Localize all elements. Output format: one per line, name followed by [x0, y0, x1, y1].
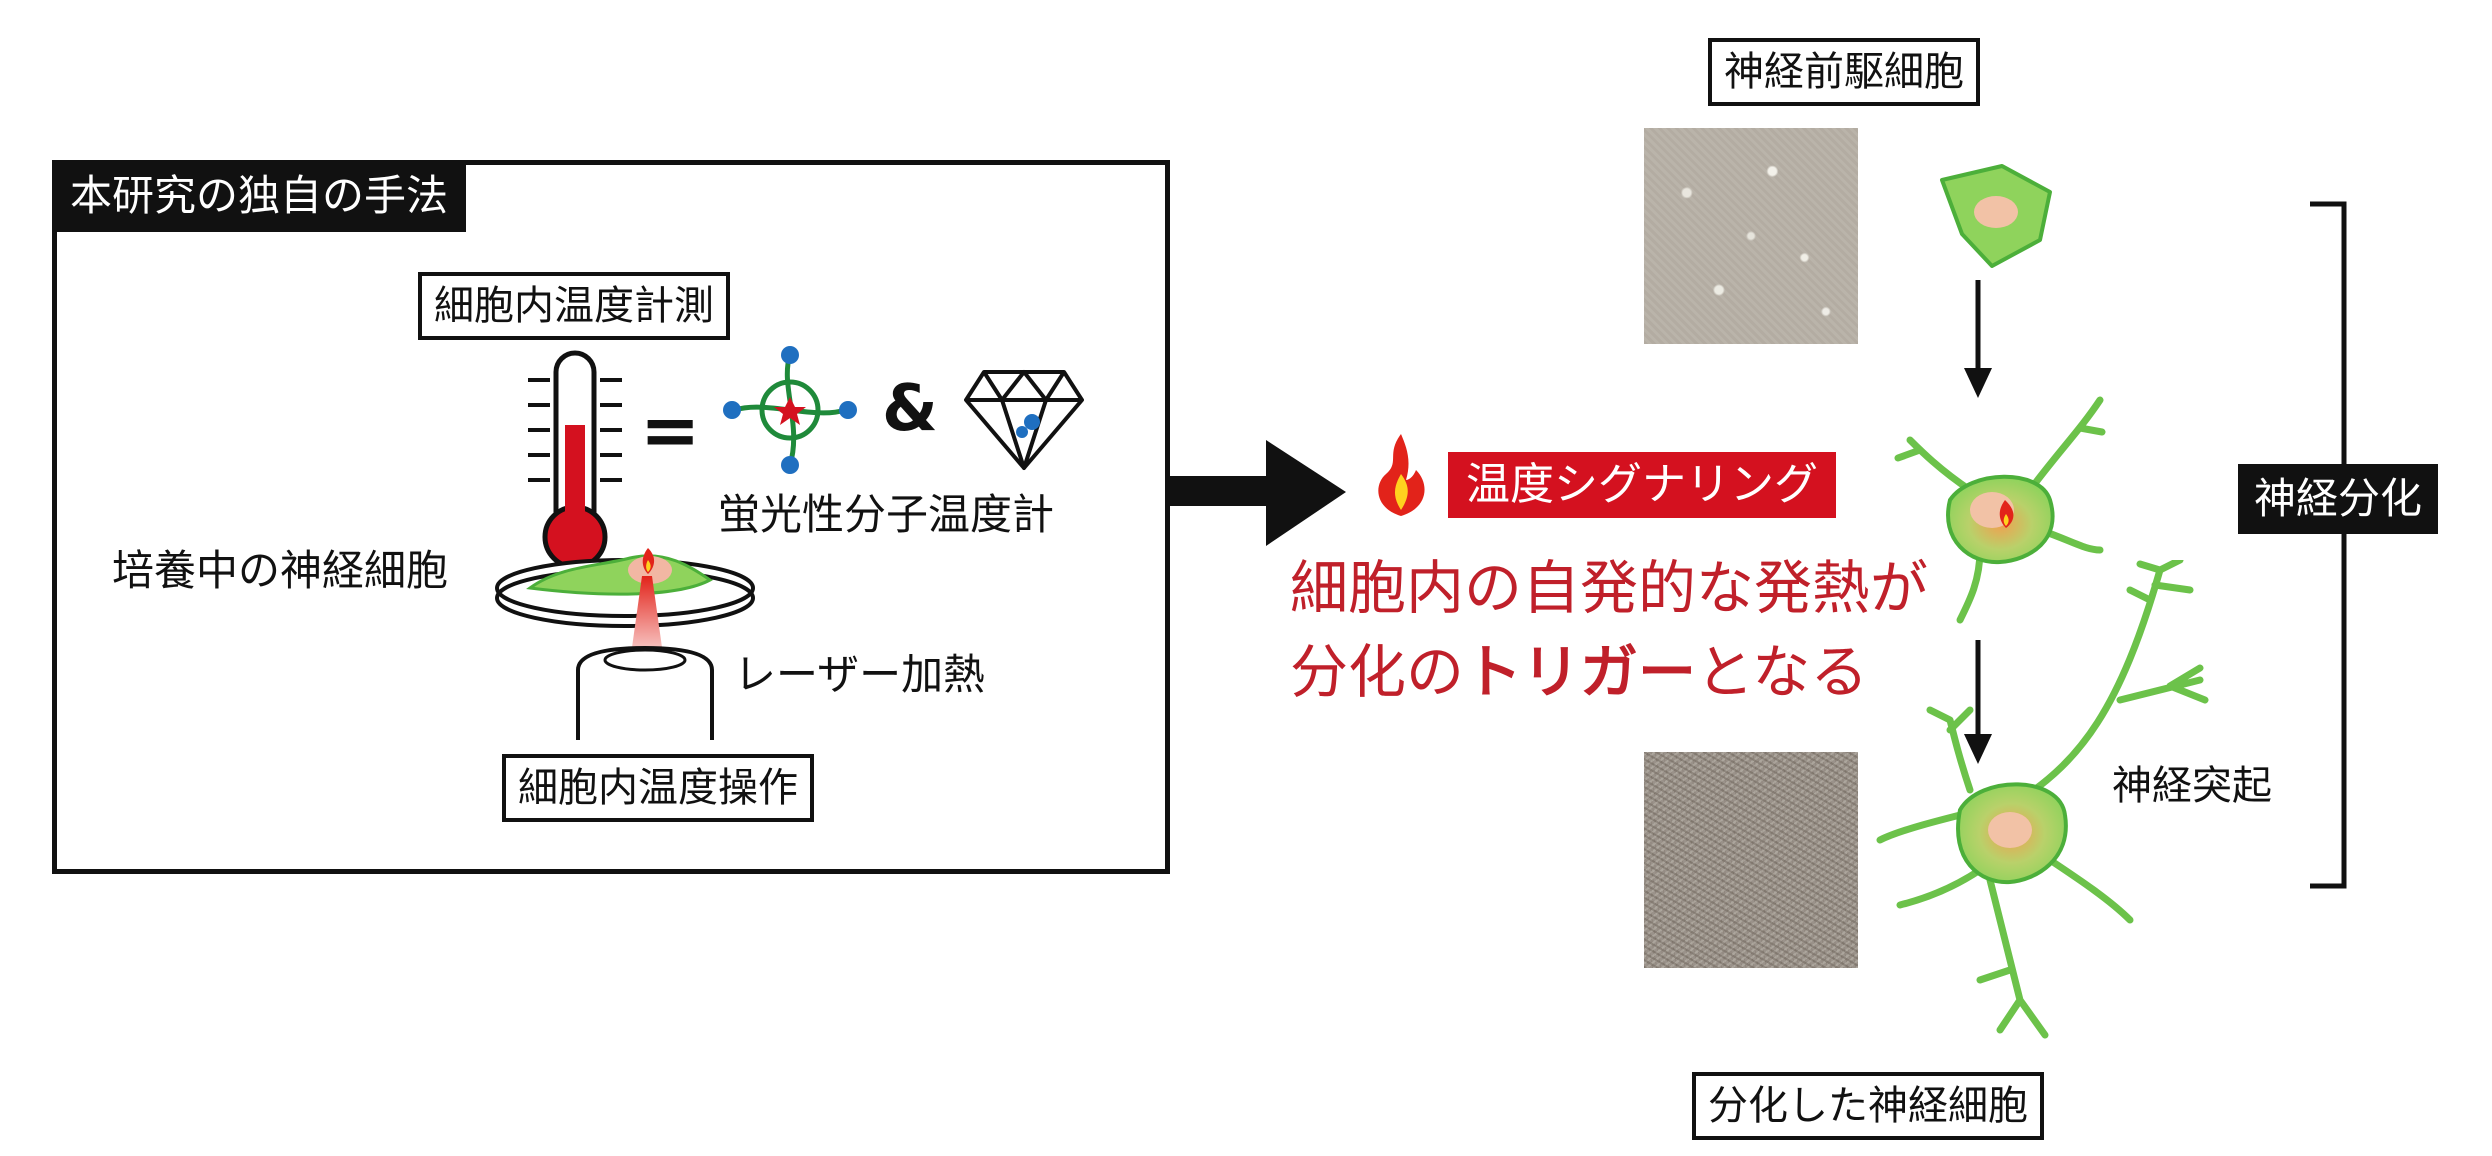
arrow-down-icon	[1964, 280, 1992, 398]
manipulate-label: 細胞内温度操作	[502, 754, 814, 822]
measure-label: 細胞内温度計測	[418, 272, 730, 340]
method-title: 本研究の独自の手法	[52, 160, 467, 232]
progenitor-cell-icon	[1940, 164, 2052, 268]
headline-line-2-post: となる	[1696, 638, 1869, 706]
flame-icon	[1378, 434, 1425, 516]
method-box	[52, 160, 1170, 874]
differentiated-label: 分化した神経細胞	[1692, 1072, 2044, 1140]
ampersand: &	[882, 372, 938, 446]
objective-lens-icon	[576, 645, 714, 740]
equals-sign: =	[640, 388, 701, 472]
bracket-icon	[2310, 201, 2347, 889]
differentiating-cell-icon	[1894, 396, 2106, 624]
arrow-down-icon-2	[1964, 640, 1992, 764]
thermometer-icon	[528, 350, 622, 570]
differentiated-cell-photo	[1644, 752, 1858, 968]
headline-line-2-pre: 分化の	[1290, 638, 1465, 706]
molecule-icon	[723, 346, 857, 474]
headline-line-1: 細胞内の自発的な発熱が	[1290, 554, 1929, 622]
headline-line-2: 分化のトリガーとなる	[1290, 630, 1868, 714]
thermometer-label: 蛍光性分子温度計	[718, 490, 1055, 539]
neurite-label: 神経突起	[2112, 763, 2272, 809]
diamond-icon	[964, 370, 1084, 470]
headline-line-2-bold: トリガー	[1464, 638, 1697, 706]
differentiation-label: 神経分化	[2238, 464, 2439, 534]
differentiated-neuron-icon	[1876, 560, 2209, 1039]
signal-label: 温度シグナリング	[1448, 452, 1836, 518]
progenitor-label: 神経前駆細胞	[1708, 38, 1980, 106]
laser-label: レーザー加熱	[734, 650, 986, 699]
culture-label: 培養中の神経細胞	[112, 546, 449, 595]
progenitor-cell-photo	[1644, 128, 1858, 344]
arrow-right-icon	[1170, 440, 1346, 546]
